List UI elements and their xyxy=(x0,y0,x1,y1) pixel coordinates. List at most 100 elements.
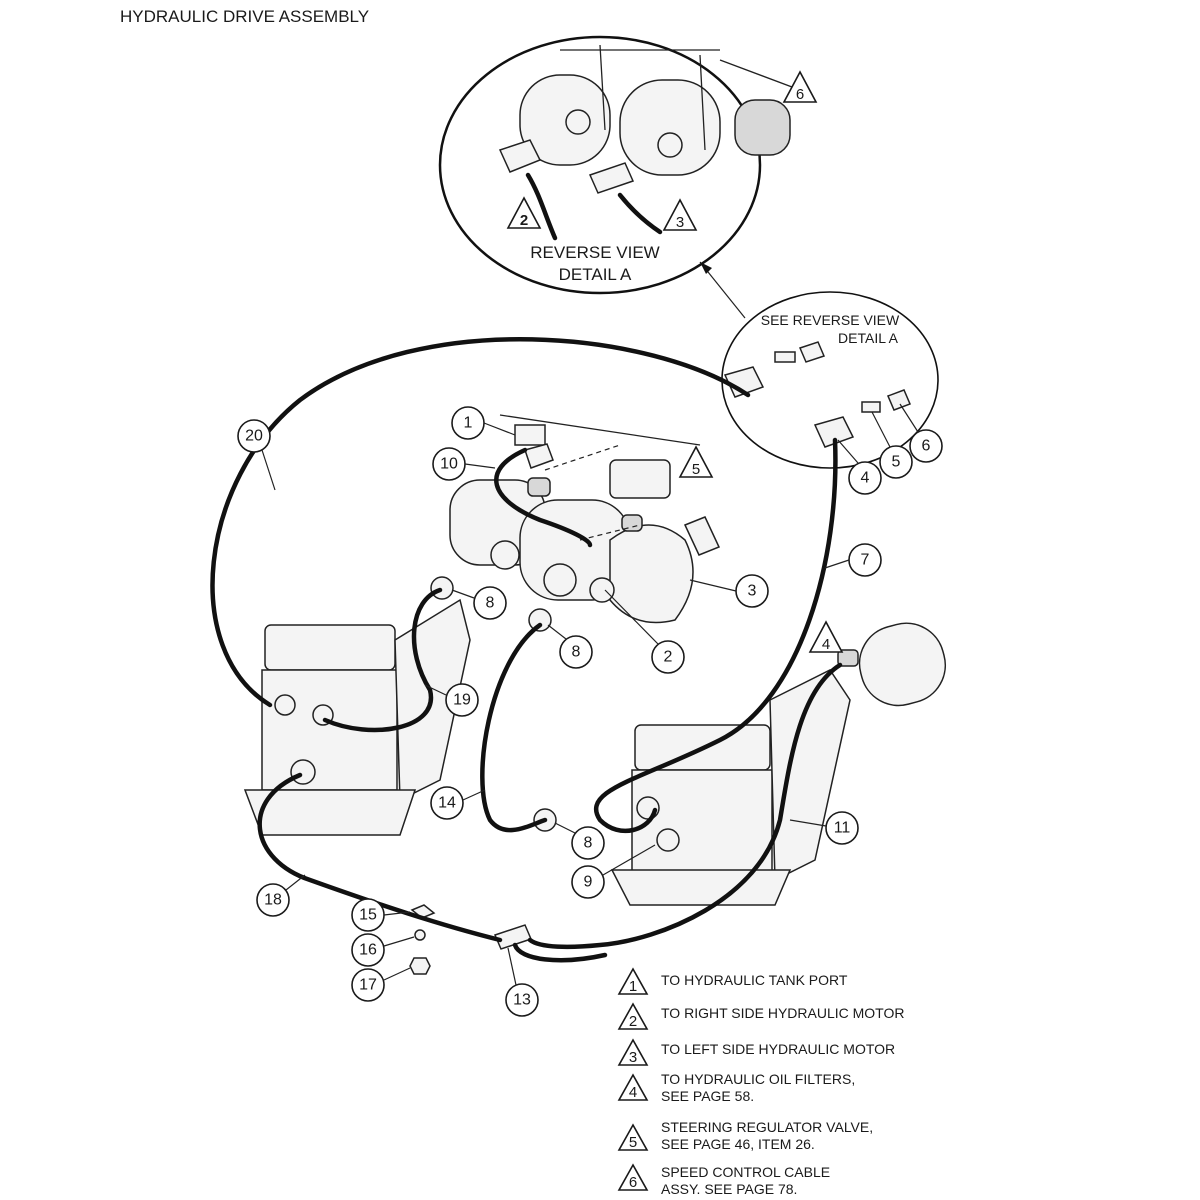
svg-text:3: 3 xyxy=(676,214,684,231)
callout-5: 5 xyxy=(879,445,913,479)
svg-text:5: 5 xyxy=(892,454,901,471)
callout-1: 1 xyxy=(451,406,485,440)
left-pump-fitting-8 xyxy=(430,576,454,600)
svg-text:TO RIGHT SIDE HYDRAULIC MOTOR: TO RIGHT SIDE HYDRAULIC MOTOR xyxy=(661,1005,904,1021)
oil-filter-inlet-fitting xyxy=(837,649,859,667)
detail-pump-body-right xyxy=(619,79,721,176)
callout-4: 4 xyxy=(848,461,882,495)
svg-text:4: 4 xyxy=(629,1084,637,1101)
detail-elbow-fitting-left xyxy=(498,139,542,173)
svg-text:19: 19 xyxy=(453,692,471,709)
detail-a-view: 2 3 6 REVERSE VIEW DETAIL A xyxy=(438,35,818,295)
callout-9: 9 xyxy=(571,865,605,899)
tandem-pump-assembly xyxy=(449,414,721,624)
detail-hose-left-motor xyxy=(617,192,663,235)
detail-marker-6: 6 xyxy=(782,70,818,103)
svg-text:7: 7 xyxy=(861,552,870,569)
hose-11 xyxy=(527,662,843,950)
hydraulic-oil-filter xyxy=(837,622,947,707)
svg-text:8: 8 xyxy=(584,835,593,852)
svg-text:16: 16 xyxy=(359,942,377,959)
svg-text:5: 5 xyxy=(692,461,700,478)
pump-side-fitting xyxy=(683,516,721,556)
see-reverse-line1: SEE REVERSE VIEW xyxy=(761,312,900,328)
hose-19 xyxy=(322,587,443,733)
svg-text:15: 15 xyxy=(359,907,377,924)
callout-20: 20 xyxy=(237,419,271,453)
hose-10 xyxy=(494,447,593,548)
inset-nipple-lower xyxy=(861,401,881,413)
svg-text:4: 4 xyxy=(822,636,830,653)
svg-text:9: 9 xyxy=(584,874,593,891)
right-motor-housing xyxy=(631,769,773,881)
svg-text:SEE PAGE 58.: SEE PAGE 58. xyxy=(661,1088,754,1104)
right-motor-port-b xyxy=(656,828,680,852)
callout-14: 14 xyxy=(430,786,464,820)
svg-text:8: 8 xyxy=(572,644,581,661)
svg-text:TO LEFT SIDE HYDRAULIC MOTOR: TO LEFT SIDE HYDRAULIC MOTOR xyxy=(661,1041,895,1057)
callout-17: 17 xyxy=(351,968,385,1002)
detail-pump-end xyxy=(734,99,791,156)
pump-elbow-fitting xyxy=(524,443,554,469)
callout-18: 18 xyxy=(256,883,290,917)
callout-15: 15 xyxy=(351,898,385,932)
detail-hose-right-motor xyxy=(525,172,558,241)
detail-marker-2: 2 xyxy=(506,196,542,229)
marker-4-filter: 4 xyxy=(808,620,844,653)
detail-pump-body-left xyxy=(519,74,611,166)
left-motor-base-plate xyxy=(243,789,417,836)
svg-text:14: 14 xyxy=(438,795,456,812)
callout-13: 13 xyxy=(505,983,539,1017)
hose-tee-branch xyxy=(512,942,608,963)
svg-text:20: 20 xyxy=(245,428,263,445)
callout-19: 19 xyxy=(445,683,479,717)
callout-10: 10 xyxy=(432,447,466,481)
detail-elbow-fitting-right xyxy=(588,162,635,194)
inset-elbow-lower xyxy=(813,416,855,448)
svg-text:5: 5 xyxy=(629,1134,637,1151)
detail-a-boundary xyxy=(438,35,762,295)
detail-a-caption-line2: DETAIL A xyxy=(559,265,632,284)
svg-text:SEE PAGE 46, ITEM 26.: SEE PAGE 46, ITEM 26. xyxy=(661,1136,815,1152)
control-linkage-bracket xyxy=(514,424,546,446)
callout-16: 16 xyxy=(351,933,385,967)
svg-text:2: 2 xyxy=(629,1013,637,1030)
svg-text:11: 11 xyxy=(834,820,851,837)
svg-text:SPEED CONTROL CABLE: SPEED CONTROL CABLE xyxy=(661,1164,830,1180)
callout-8-upper: 8 xyxy=(473,586,507,620)
callout-8-lower: 8 xyxy=(571,826,605,860)
svg-text:18: 18 xyxy=(264,892,282,909)
hose-7 xyxy=(593,437,838,833)
callout-11: 11 xyxy=(825,811,859,845)
callout-6: 6 xyxy=(909,429,943,463)
left-motor-case-drain-port xyxy=(290,759,316,785)
left-motor-port-a xyxy=(274,694,296,716)
legend-item-2: 2 TO RIGHT SIDE HYDRAULIC MOTOR xyxy=(617,1002,904,1030)
legend-item-6: 6 SPEED CONTROL CABLE ASSY. SEE PAGE 78. xyxy=(617,1163,830,1197)
callout-3: 3 xyxy=(735,574,769,608)
svg-text:3: 3 xyxy=(629,1049,637,1066)
svg-text:TO HYDRAULIC OIL FILTERS,: TO HYDRAULIC OIL FILTERS, xyxy=(661,1071,855,1087)
svg-text:1: 1 xyxy=(464,415,473,432)
legend-item-4: 4 TO HYDRAULIC OIL FILTERS, SEE PAGE 58. xyxy=(617,1071,855,1104)
svg-text:2: 2 xyxy=(520,212,528,229)
svg-text:13: 13 xyxy=(513,992,531,1009)
callout-7: 7 xyxy=(848,543,882,577)
svg-text:6: 6 xyxy=(922,438,931,455)
left-motor-cover xyxy=(264,624,396,671)
hose-14 xyxy=(480,622,548,833)
see-reverse-line2: DETAIL A xyxy=(838,330,899,346)
svg-text:2: 2 xyxy=(664,649,673,666)
callout-8-middle: 8 xyxy=(559,635,593,669)
right-pump-fitting-8 xyxy=(528,608,552,632)
right-motor-base-plate xyxy=(610,869,792,906)
pump-port-cap-2 xyxy=(621,514,643,532)
svg-text:STEERING REGULATOR VALVE,: STEERING REGULATOR VALVE, xyxy=(661,1119,873,1135)
svg-text:10: 10 xyxy=(440,456,458,473)
see-reverse-view-inset: SEE REVERSE VIEW DETAIL A xyxy=(721,291,939,469)
diagram-title: HYDRAULIC DRIVE ASSEMBLY xyxy=(120,7,369,26)
svg-text:6: 6 xyxy=(629,1174,637,1191)
legend-item-5: 5 STEERING REGULATOR VALVE, SEE PAGE 46,… xyxy=(617,1119,873,1152)
legend-item-3: 3 TO LEFT SIDE HYDRAULIC MOTOR xyxy=(617,1038,895,1066)
